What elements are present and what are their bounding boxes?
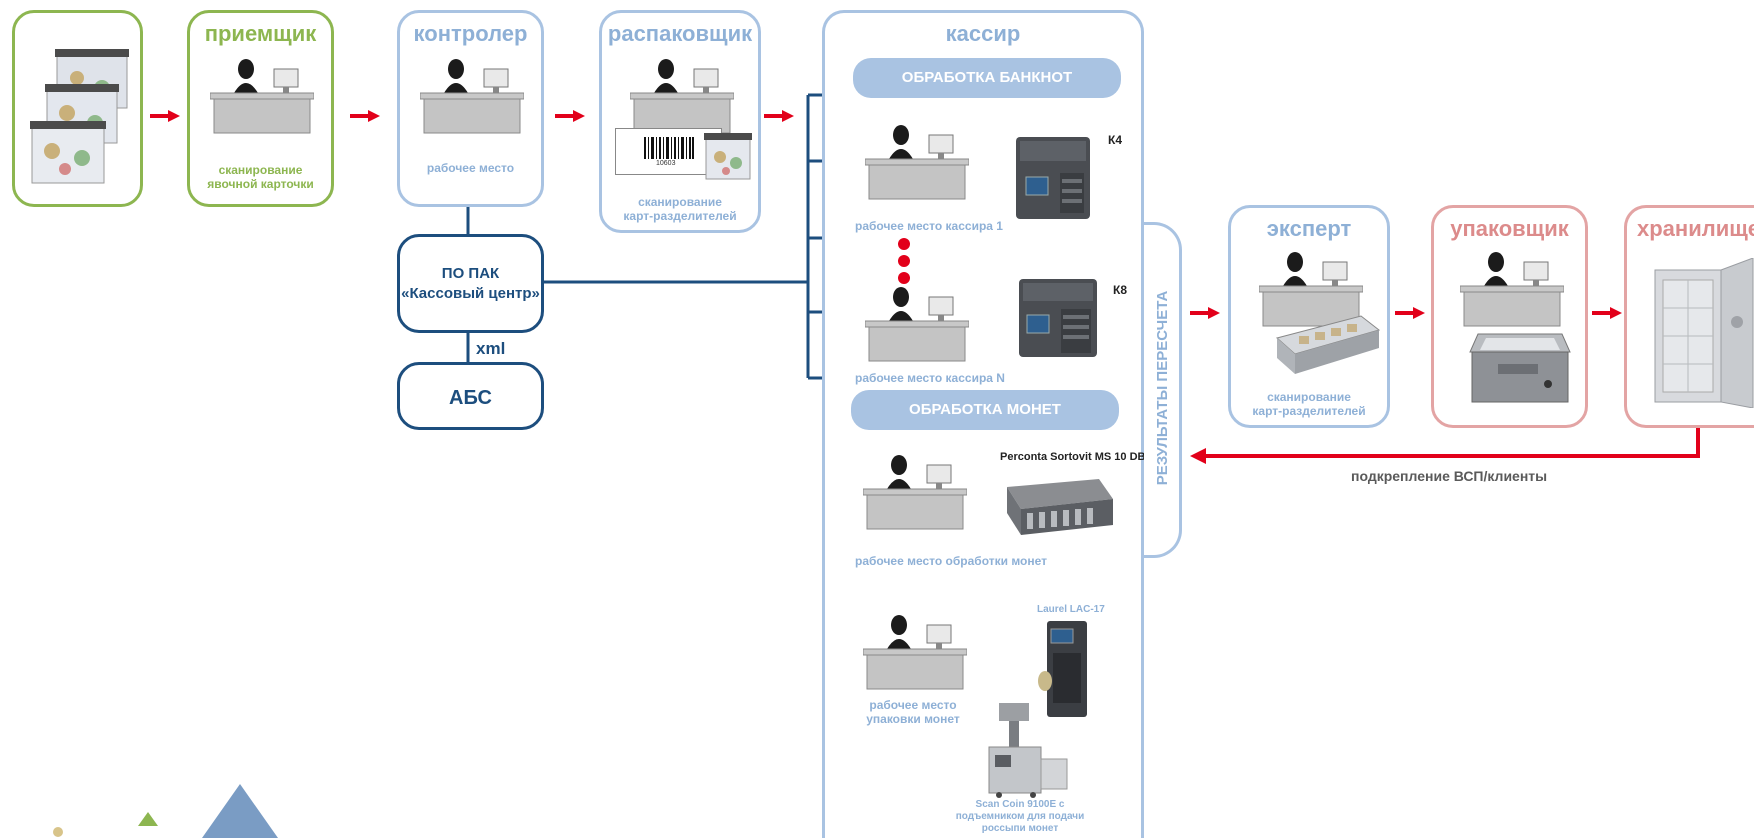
- coin-pack-label: рабочее место упаковки монет: [863, 698, 963, 726]
- flow-arrow: [150, 110, 180, 122]
- pak-line2: «Кассовый центр»: [401, 285, 540, 302]
- coin-machine-label: Perconta Sortovit MS 10 DB: [1000, 451, 1146, 463]
- packer-title: упаковщик: [1450, 216, 1569, 241]
- coin-pack-line1: рабочее место: [869, 698, 957, 712]
- storage-box: хранилище: [1624, 205, 1754, 428]
- flow-arrow: [350, 110, 380, 122]
- person-at-desk-icon: [1460, 252, 1564, 327]
- scancoin-line3: россыпи монет: [981, 823, 1059, 834]
- unpacker-caption-line1: сканирование: [638, 195, 722, 209]
- money-bag-icon: [30, 49, 129, 184]
- workstation-n-label: рабочее место кассира N: [855, 371, 1005, 385]
- pak-line1: ПО ПАК: [441, 265, 500, 282]
- decorative-thumbnail: [53, 784, 278, 838]
- storage-title: хранилище: [1637, 216, 1754, 241]
- scancoin-line2: подъемником для подачи: [955, 811, 1085, 822]
- continuation-dots: [898, 238, 910, 284]
- flow-arrow: [1395, 307, 1425, 319]
- person-at-desk-icon: [210, 59, 314, 134]
- person-at-desk-icon: [863, 455, 967, 530]
- receiver-caption-line1: сканирование: [218, 163, 303, 177]
- scancoin-label: Scan Coin 9100E с подъемником для подачи…: [950, 799, 1090, 835]
- person-at-desk-icon: [863, 615, 967, 690]
- flow-arrow: [764, 110, 794, 122]
- unpacker-title: распаковщик: [607, 21, 753, 46]
- return-flow-label: подкрепление ВСП/клиенты: [1351, 468, 1548, 484]
- machine-n-label: К8: [1113, 283, 1127, 297]
- coin-sorter-icon: [1007, 479, 1113, 535]
- flow-arrow: [1190, 307, 1220, 319]
- receiver-caption: сканирование явочной карточки: [190, 163, 331, 191]
- expert-caption: сканирование карт-разделителей: [1231, 390, 1387, 418]
- expert-caption-line1: сканирование: [1267, 390, 1351, 404]
- expert-caption-line2: карт-разделителей: [1252, 404, 1366, 418]
- abs-label: АБС: [449, 387, 492, 409]
- results-label: РЕЗУЛЬТАТЫ ПЕРЕСЧЕТА: [1154, 290, 1171, 486]
- person-at-desk-icon: [1259, 252, 1363, 327]
- banknote-sorter-icon: [1275, 315, 1381, 374]
- abs-box: АБС: [397, 362, 544, 430]
- banknote-counter-icon: [1016, 137, 1090, 219]
- coin-wrapper-icon: [1038, 621, 1087, 717]
- cashier-title: кассир: [945, 21, 1021, 46]
- controller-caption: рабочее место: [426, 161, 515, 175]
- coin-header: ОБРАБОТКА МОНЕТ: [851, 390, 1119, 430]
- coin-workstation-label: рабочее место обработки монет: [855, 554, 1048, 568]
- workstation-1-label: рабочее место кассира 1: [855, 219, 1003, 233]
- return-arrow: [1190, 428, 1700, 464]
- vacuum-packer-icon: [1469, 333, 1571, 403]
- controller-title: контролер: [413, 21, 528, 46]
- coin-counter-lift-icon: [988, 703, 1068, 798]
- machine-1-label: К4: [1108, 133, 1122, 147]
- xml-label: xml: [476, 339, 506, 358]
- person-at-desk-icon: [865, 287, 969, 362]
- laurel-label: Laurel LAC-17: [1037, 604, 1105, 615]
- expert-title: эксперт: [1266, 216, 1352, 241]
- flow-arrow: [1592, 307, 1622, 319]
- unpacker-caption: сканирование карт-разделителей: [602, 195, 758, 223]
- money-bag-icon: [704, 133, 752, 180]
- controller-box: контролер рабочее место: [397, 10, 544, 207]
- barcode-icon: [644, 137, 694, 159]
- pak-software-box: ПО ПАК «Кассовый центр»: [397, 234, 544, 333]
- banknote-header: ОБРАБОТКА БАНКНОТ: [853, 58, 1121, 98]
- money-bags-box: [12, 10, 143, 207]
- unpacker-caption-line2: карт-разделителей: [623, 209, 737, 223]
- expert-box: эксперт сканирование карт-разделителей: [1228, 205, 1390, 428]
- results-bracket: [1144, 222, 1182, 558]
- cashier-box: кассир ОБРАБОТКА БАНКНОТ К4 рабочее мест…: [822, 10, 1146, 838]
- scancoin-line1: Scan Coin 9100E с: [975, 799, 1065, 810]
- person-at-desk-icon: [630, 59, 734, 134]
- flow-arrow: [555, 110, 585, 122]
- person-at-desk-icon: [865, 125, 969, 200]
- person-at-desk-icon: [420, 59, 524, 134]
- unpacker-box: распаковщик 10603 сканирование карт-разд…: [599, 10, 761, 233]
- packer-box: упаковщик: [1431, 205, 1588, 428]
- barcode-number: 10603: [656, 160, 676, 167]
- receiver-title: приемщик: [204, 21, 317, 46]
- safe-icon: [1654, 258, 1754, 408]
- banknote-counter-icon: [1019, 279, 1097, 357]
- receiver-caption-line2: явочной карточки: [207, 177, 314, 191]
- receiver-box: приемщик сканирование явочной карточки: [187, 10, 334, 207]
- coin-pack-line2: упаковки монет: [866, 712, 960, 726]
